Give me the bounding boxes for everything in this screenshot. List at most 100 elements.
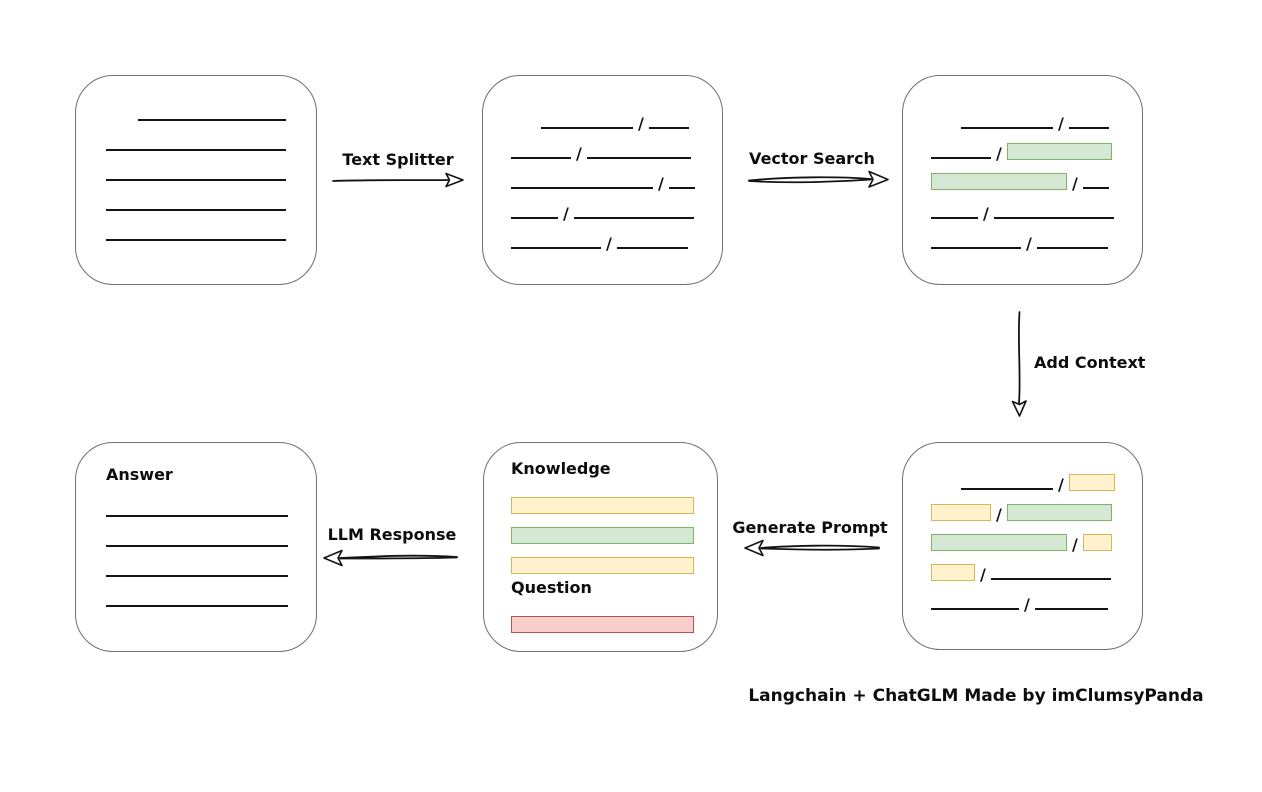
slash-separator: / xyxy=(996,505,1002,524)
line-segment xyxy=(511,247,601,249)
slash-separator: / xyxy=(1026,234,1032,253)
node-source-document xyxy=(75,75,317,285)
generate-prompt-label: Generate Prompt xyxy=(732,518,888,537)
green-segment xyxy=(511,527,694,544)
slash-separator: / xyxy=(1058,114,1064,133)
line-segment xyxy=(1036,247,1108,249)
green-segment xyxy=(1006,143,1112,160)
slash-separator: / xyxy=(576,144,582,163)
line-segment xyxy=(961,127,1053,129)
chunk-row: / xyxy=(931,130,1142,162)
question-label: Question xyxy=(511,578,592,597)
text-splitter-arrow xyxy=(332,172,464,188)
answer-label: Answer xyxy=(106,465,173,484)
chunk-row xyxy=(511,514,694,544)
slash-separator: / xyxy=(606,234,612,253)
matched-chunk-lines: ///// xyxy=(903,76,1142,253)
context-chunk-lines: / / / / / xyxy=(903,443,1142,614)
question-bar xyxy=(511,603,694,633)
chunk-row xyxy=(106,518,316,548)
node-answer: Answer xyxy=(75,442,317,652)
chunk-row xyxy=(106,548,316,578)
slash-separator: / xyxy=(638,114,644,133)
text-splitter-label: Text Splitter xyxy=(342,150,454,169)
line-segment xyxy=(106,605,288,607)
line-segment xyxy=(668,187,695,189)
node-context-chunks: / / / / / xyxy=(902,442,1143,650)
line-segment xyxy=(931,608,1019,610)
vector-search-label: Vector Search xyxy=(749,149,875,168)
line-segment xyxy=(511,157,571,159)
red-segment xyxy=(511,616,694,633)
line-segment xyxy=(990,578,1111,580)
line-segment xyxy=(961,488,1053,490)
chunk-row xyxy=(106,92,316,122)
chunk-row: / xyxy=(931,551,1142,584)
chunk-row: / xyxy=(511,100,722,133)
line-segment xyxy=(586,157,691,159)
line-segment xyxy=(1068,127,1109,129)
chunk-row: / xyxy=(931,491,1142,524)
line-segment xyxy=(106,545,288,547)
line-segment xyxy=(573,217,694,219)
line-segment xyxy=(931,157,991,159)
chunk-row xyxy=(106,212,316,242)
line-segment xyxy=(511,217,558,219)
chunk-row: / xyxy=(931,220,1142,253)
chunk-row: / xyxy=(931,461,1142,494)
slash-separator: / xyxy=(658,174,664,193)
chunk-row: / xyxy=(931,521,1142,554)
chunk-row: / xyxy=(511,220,722,253)
green-segment xyxy=(931,173,1067,190)
chunk-row xyxy=(511,544,694,574)
yellow-segment xyxy=(1068,474,1115,491)
line-segment xyxy=(616,247,688,249)
chunk-row: / xyxy=(931,581,1142,614)
yellow-segment xyxy=(1082,534,1112,551)
slash-separator: / xyxy=(1072,535,1078,554)
knowledge-bars xyxy=(511,484,694,574)
chunk-row: / xyxy=(931,160,1142,193)
generate-prompt-arrow xyxy=(744,539,880,557)
green-segment xyxy=(931,534,1067,551)
line-segment xyxy=(541,127,633,129)
slash-separator: / xyxy=(563,204,569,223)
line-segment xyxy=(106,179,286,181)
node-split-text-chunks: / / / / / xyxy=(482,75,723,285)
chunk-row xyxy=(511,484,694,514)
chunk-row: / xyxy=(511,190,722,223)
yellow-segment xyxy=(511,557,694,574)
line-segment xyxy=(106,575,288,577)
add-context-label: Add Context xyxy=(1034,353,1146,372)
chunk-row: / xyxy=(931,190,1142,223)
line-segment xyxy=(106,209,286,211)
chunk-row xyxy=(106,122,316,152)
chunk-row xyxy=(106,182,316,212)
slash-separator: / xyxy=(1072,174,1078,193)
diagram-caption: Langchain + ChatGLM Made by imClumsyPand… xyxy=(748,686,1204,706)
slash-separator: / xyxy=(1024,595,1030,614)
document-lines xyxy=(76,76,316,242)
chunk-row xyxy=(106,488,316,518)
chunk-row: / xyxy=(931,100,1142,133)
yellow-segment xyxy=(931,504,991,521)
yellow-segment xyxy=(511,497,694,514)
slash-separator: / xyxy=(1058,475,1064,494)
chunk-row: / xyxy=(511,160,722,193)
line-segment xyxy=(1082,187,1109,189)
slash-separator: / xyxy=(983,204,989,223)
slash-separator: / xyxy=(980,565,986,584)
line-segment xyxy=(931,247,1021,249)
chunk-row xyxy=(511,603,694,633)
line-segment xyxy=(138,119,286,121)
line-segment xyxy=(106,149,286,151)
node-vector-matched-chunks: ///// xyxy=(902,75,1143,285)
split-chunk-lines: / / / / / xyxy=(483,76,722,253)
line-segment xyxy=(993,217,1114,219)
llm-response-arrow xyxy=(323,549,458,567)
llm-response-label: LLM Response xyxy=(327,525,457,544)
line-segment xyxy=(648,127,689,129)
line-segment xyxy=(106,515,288,517)
chunk-row xyxy=(106,152,316,182)
